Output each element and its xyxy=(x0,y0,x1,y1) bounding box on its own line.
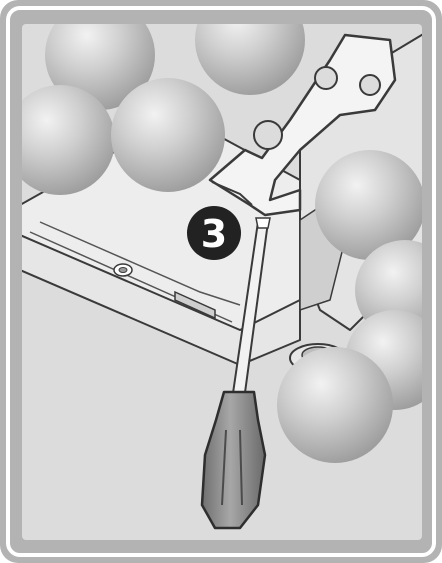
step-badge: 3 xyxy=(187,206,241,260)
screw-icon xyxy=(114,264,132,276)
step-number: 3 xyxy=(201,212,227,256)
